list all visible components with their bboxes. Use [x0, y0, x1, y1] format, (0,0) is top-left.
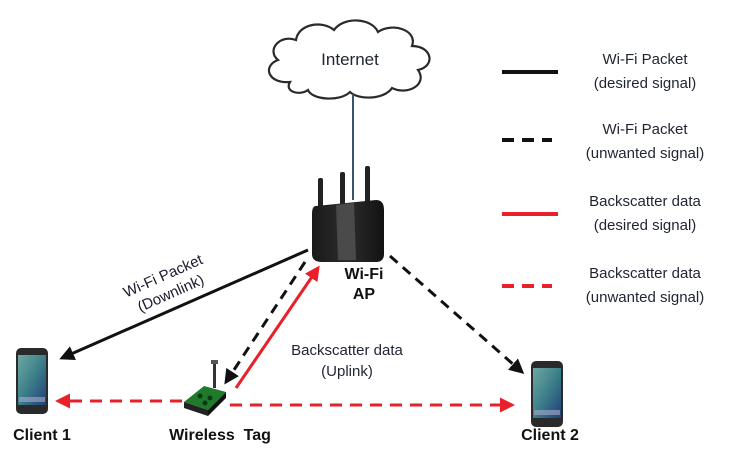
legend-item-line1: Wi-Fi Packet	[602, 121, 688, 138]
legend-item-backscatter-desired: Backscatter data (desired signal)	[560, 190, 730, 238]
client2-label: Client 2	[521, 427, 579, 444]
wifi-to-tag-unwanted	[224, 261, 307, 385]
legend-item-line2: (desired signal)	[593, 217, 697, 234]
router-icon	[312, 166, 384, 262]
client1-label: Client 1	[13, 427, 71, 444]
wifi-to-client2-unwanted	[389, 254, 525, 374]
legend-item-line2: (unwanted signal)	[585, 289, 705, 306]
internet-label: Internet	[321, 50, 379, 69]
legend-item-line1: Backscatter data	[589, 193, 701, 210]
wireless-tag-label: Wireless Tag	[169, 427, 271, 444]
legend-item-line1: Wi-Fi Packet	[602, 51, 688, 68]
legend-item-line1: Backscatter data	[589, 265, 701, 282]
legend-swatches	[502, 70, 558, 288]
legend-item-line2: (desired signal)	[593, 75, 697, 92]
client2-smartphone-icon	[531, 361, 563, 427]
ap-label-line1: Wi-Fi	[344, 266, 384, 283]
legend-item-wifi-unwanted: Wi-Fi Packet (unwanted signal)	[560, 118, 730, 166]
legend-item-wifi-desired: Wi-Fi Packet (desired signal)	[560, 48, 730, 96]
wireless-tag-icon	[184, 360, 226, 416]
legend-item-line2: (unwanted signal)	[585, 145, 705, 162]
uplink-label-line2: (Uplink)	[321, 363, 373, 380]
wifi-downlink-desired	[59, 248, 309, 361]
uplink-label-line1: Backscatter data	[291, 342, 403, 359]
client1-smartphone-icon	[16, 348, 48, 414]
legend-item-backscatter-unwanted: Backscatter data (unwanted signal)	[560, 262, 730, 310]
ap-label-line2: AP	[352, 286, 376, 303]
internet-cloud-icon	[267, 19, 431, 100]
backscatter-uplink-desired	[234, 265, 320, 389]
